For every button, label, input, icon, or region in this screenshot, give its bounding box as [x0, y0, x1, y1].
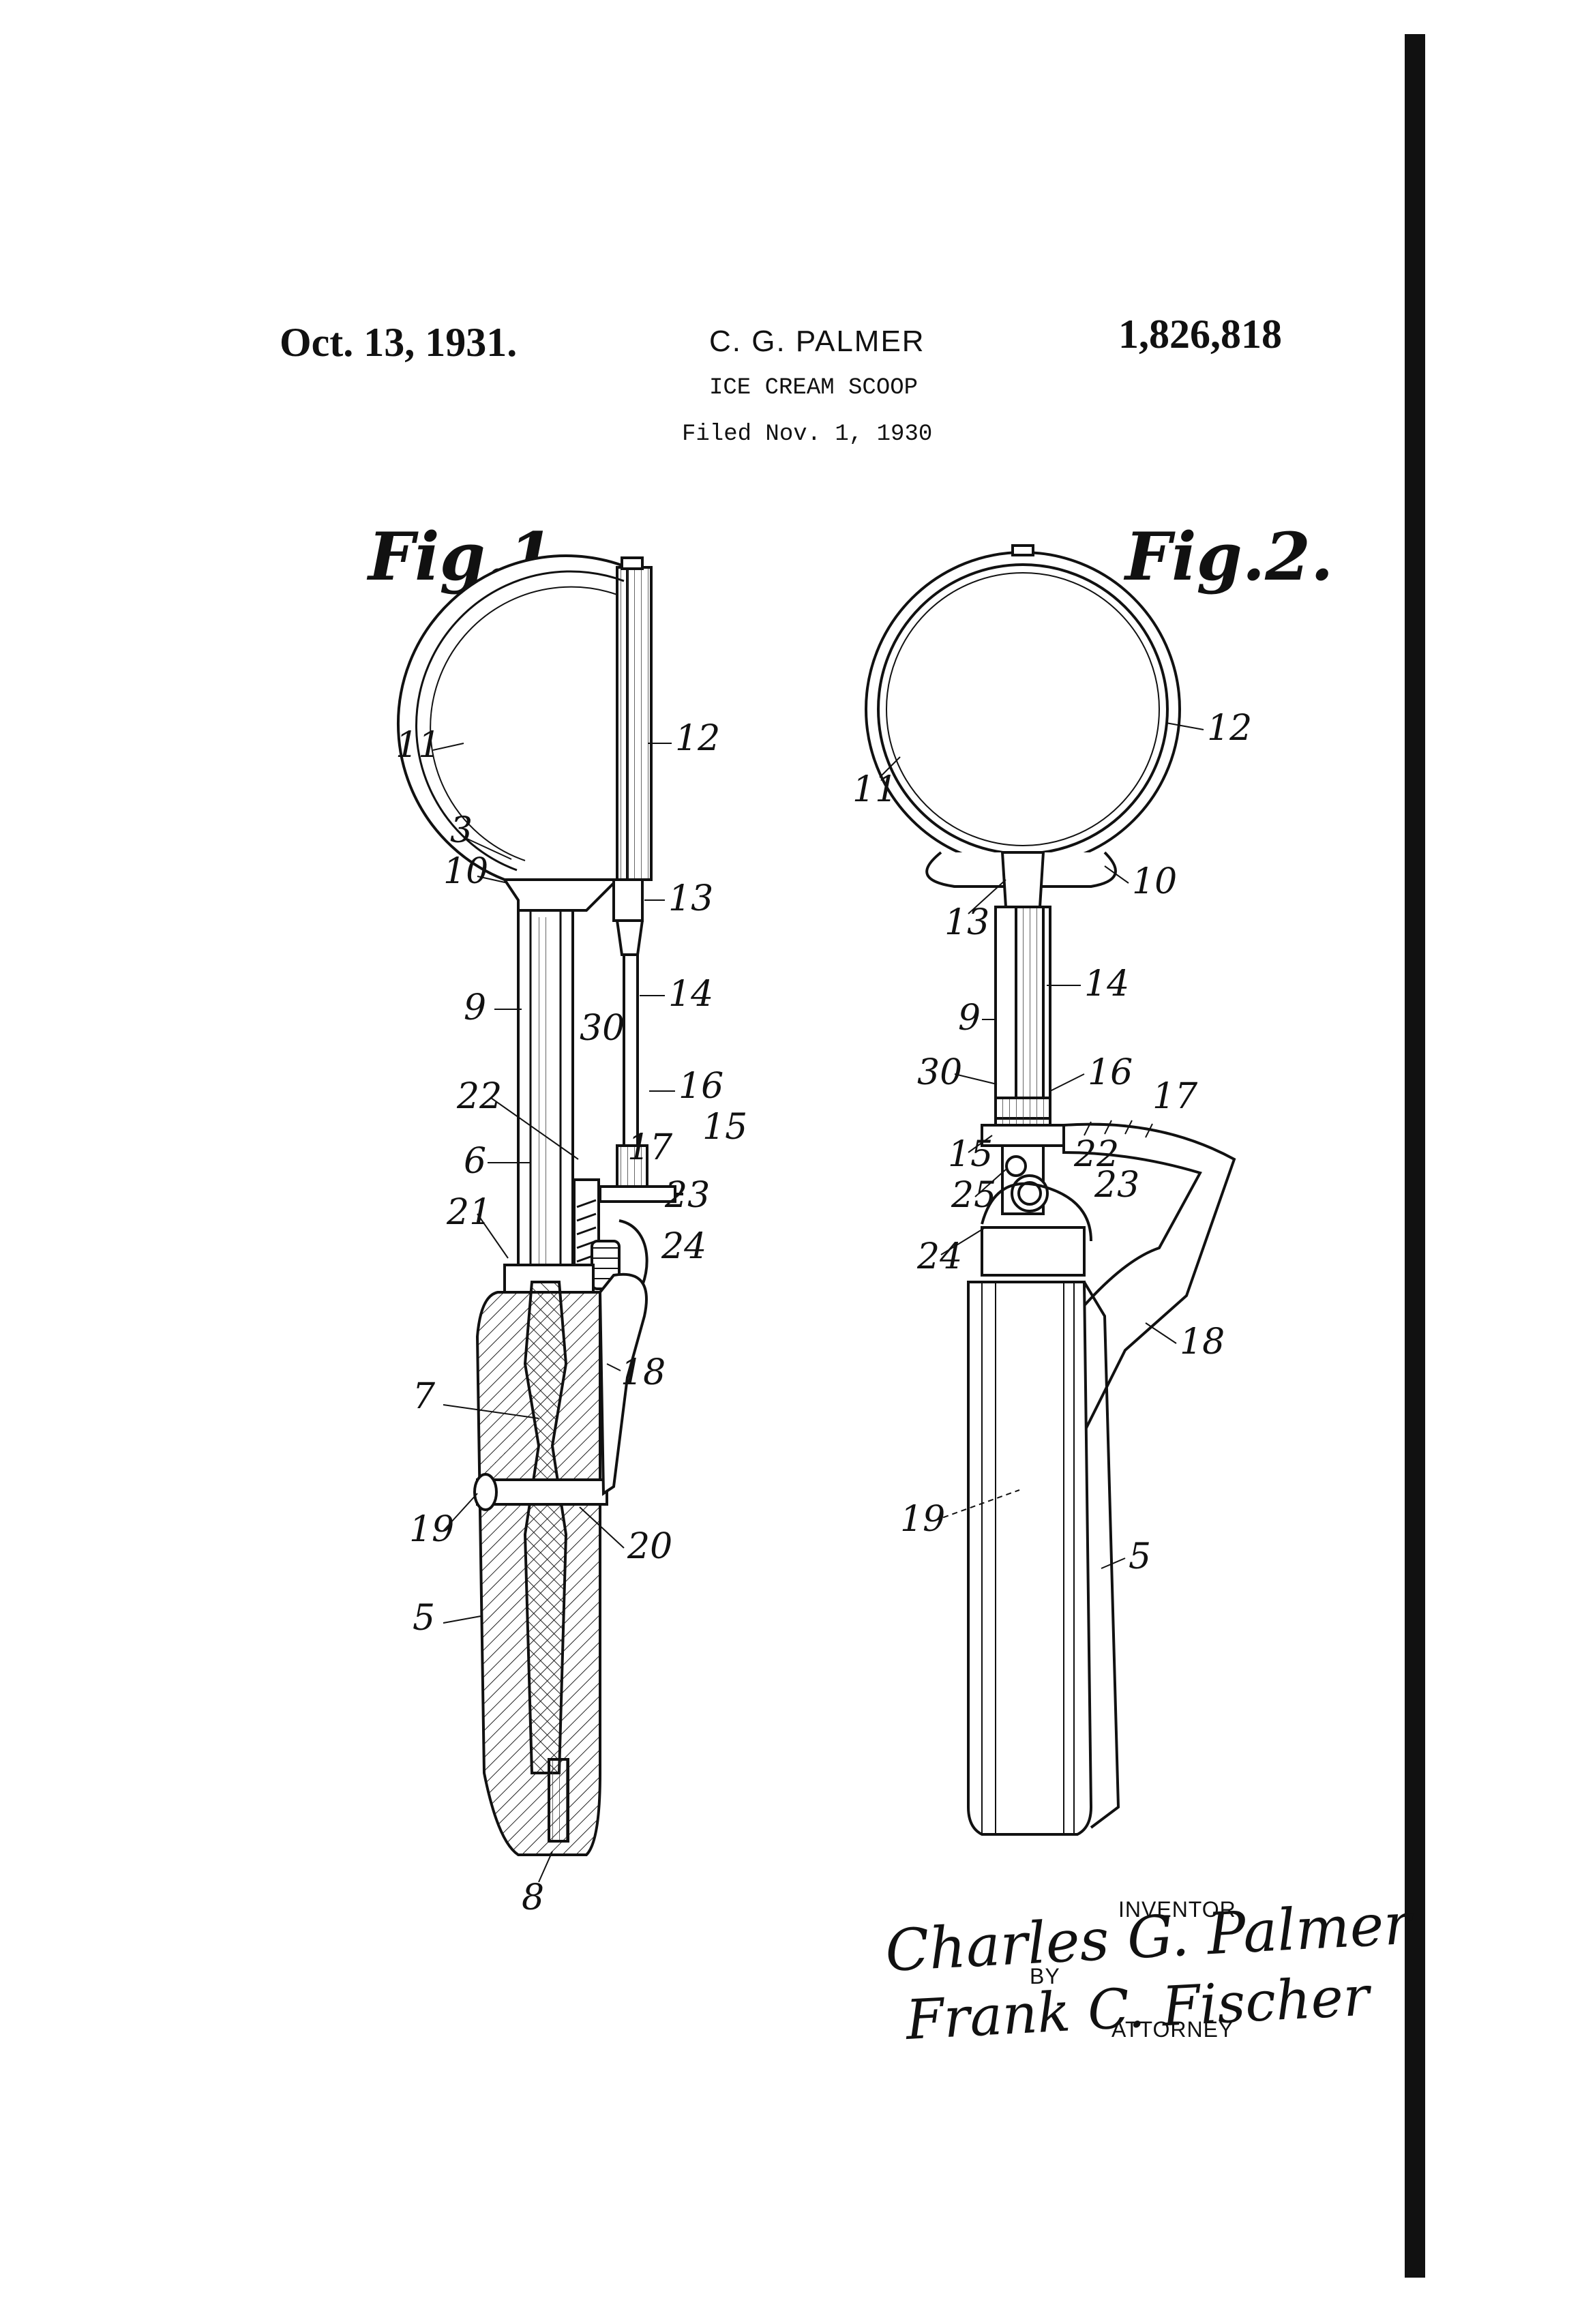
- fig1-ref-30: 30: [580, 1008, 625, 1049]
- fig1-ref-16: 16: [678, 1066, 723, 1107]
- fig1-ref-14: 14: [668, 974, 713, 1015]
- fig1-ref-11: 11: [395, 725, 441, 766]
- fig1-ref-24: 24: [661, 1226, 706, 1267]
- fig2-ref-9: 9: [958, 998, 981, 1039]
- fig2-ref-10: 10: [1132, 861, 1177, 902]
- fig1-ref-9: 9: [464, 987, 486, 1028]
- fig1-ref-17: 17: [627, 1127, 673, 1168]
- fig1-ref-7: 7: [413, 1376, 436, 1417]
- fig1-ref-3: 3: [450, 810, 473, 851]
- fig1-ref-12: 12: [675, 718, 720, 759]
- fig1-ref-10: 10: [443, 851, 488, 892]
- fig1-stem-13: [614, 880, 642, 921]
- fig1-ref-6: 6: [464, 1141, 486, 1182]
- fig2-bowl: [866, 546, 1180, 887]
- fig2-ferrule: [982, 1227, 1084, 1275]
- inventor-label: INVENTOR: [1118, 1897, 1236, 1922]
- by-label: BY: [1030, 1964, 1060, 1989]
- fig1-neck: [505, 880, 617, 910]
- fig2-label: Fig.2.: [1123, 518, 1333, 595]
- fig2-stem: [982, 852, 1064, 1146]
- fig2-ref-25: 25: [951, 1175, 996, 1216]
- fig2-ref-14: 14: [1084, 964, 1129, 1004]
- fig1-ref-18: 18: [621, 1352, 666, 1393]
- fig1-tube: [518, 910, 573, 1265]
- fig1-bowl: [398, 556, 651, 880]
- fig2-ref-11: 11: [852, 769, 897, 810]
- fig1-ref-8: 8: [522, 1877, 544, 1918]
- fig2-ref-23: 23: [1094, 1165, 1139, 1206]
- fig2-ref-5: 5: [1129, 1536, 1151, 1577]
- fig2-ref-13: 13: [944, 902, 989, 943]
- fig2-ref-18: 18: [1180, 1322, 1225, 1362]
- attorney-label: ATTORNEY: [1111, 2017, 1234, 2042]
- fig1-ref-19: 19: [409, 1509, 454, 1550]
- fig1-ref-22: 22: [456, 1076, 502, 1117]
- fig1-handle: [475, 1282, 607, 1855]
- fig1-ref-20: 20: [627, 1526, 672, 1567]
- figure-2: Fig.2.: [852, 518, 1333, 1834]
- fig2-ref-24: 24: [916, 1236, 962, 1277]
- fig1-ref-5: 5: [413, 1598, 435, 1639]
- figure-1: Fig.1.: [366, 518, 747, 1918]
- fig2-ref-16: 16: [1088, 1052, 1133, 1093]
- fig2-ref-12: 12: [1207, 708, 1252, 749]
- fig1-ref-23: 23: [664, 1175, 710, 1216]
- fig1-ref-13: 13: [668, 878, 713, 919]
- fig2-ref-30: 30: [917, 1052, 962, 1093]
- fig2-ref-17: 17: [1152, 1076, 1198, 1117]
- fig1-ref-15: 15: [702, 1107, 747, 1148]
- fig1-ref-21: 21: [446, 1192, 492, 1233]
